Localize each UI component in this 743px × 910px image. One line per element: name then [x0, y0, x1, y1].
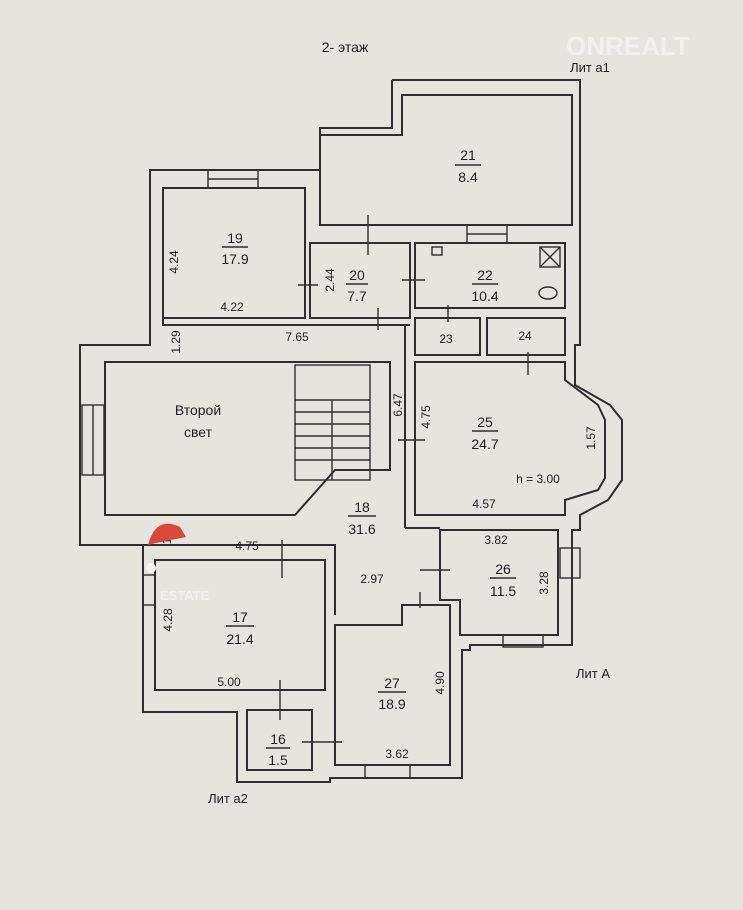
dim-r20-height: 2.44 — [323, 268, 337, 292]
dimension-labels: 4.24 4.22 2.44 1.29 7.65 6.47 4.75 1.57 … — [160, 250, 598, 761]
dim-r25-c: 1.57 — [584, 426, 598, 450]
onrealt-watermark: ONREALT — [566, 31, 690, 61]
dim-r17-height: 4.28 — [161, 608, 175, 632]
room-labels: 21 8.4 19 17.9 20 7.7 22 10.4 23 24 25 2… — [175, 147, 560, 768]
room-21-number: 21 — [460, 147, 476, 163]
dim-corridor-width: 7.65 — [285, 330, 309, 344]
room-22-number: 22 — [477, 267, 493, 283]
dim-r27-width: 3.62 — [385, 747, 409, 761]
dim-r25-a: 6.47 — [391, 393, 405, 417]
lit-a-label: Лит А — [576, 666, 610, 681]
room-26-area: 11.5 — [490, 583, 516, 599]
room-27-number: 27 — [384, 675, 400, 691]
room-20-number: 20 — [349, 267, 365, 283]
walls — [79, 79, 623, 783]
staircase — [294, 364, 371, 481]
dim-r27-height: 4.90 — [433, 671, 447, 695]
estate-watermark: ESTATE — [146, 523, 210, 603]
room-26-number: 26 — [495, 561, 511, 577]
door-marks — [279, 215, 529, 743]
onrealt-watermark-text: ONREALT — [566, 31, 690, 61]
dim-r26-height: 3.28 — [537, 571, 551, 595]
room-18-area: 31.6 — [348, 521, 375, 537]
room-21-area: 8.4 — [458, 169, 478, 185]
dim-r19-height: 4.24 — [167, 250, 181, 274]
room-22-area: 10.4 — [471, 288, 498, 304]
dim-corridor-height: 1.29 — [169, 330, 183, 354]
bathroom-fixtures — [431, 246, 561, 300]
dim-r17-top: 4.75 — [235, 539, 259, 553]
estate-watermark-text: ESTATE — [160, 588, 210, 603]
room-16-number: 16 — [270, 731, 286, 747]
windows — [81, 169, 581, 779]
lit-a2-label: Лит а2 — [208, 791, 248, 806]
room-19-number: 19 — [227, 230, 243, 246]
room-25-area: 24.7 — [471, 436, 498, 452]
room-23-number: 23 — [439, 332, 453, 346]
room-20-area: 7.7 — [347, 288, 367, 304]
room-17-number: 17 — [232, 609, 248, 625]
lit-a1-label: Лит а1 — [570, 60, 610, 75]
dim-r25-width: 4.57 — [472, 497, 496, 511]
dim-r25-b: 4.75 — [419, 405, 433, 429]
room-17-area: 21.4 — [226, 631, 253, 647]
dim-r17-width: 5.00 — [217, 675, 241, 689]
room-16-area: 1.5 — [268, 752, 288, 768]
room-25-number: 25 — [477, 414, 493, 430]
ceiling-height: h = 3.00 — [516, 472, 560, 486]
dim-r26-width: 3.82 — [484, 533, 508, 547]
santa-hat-icon — [148, 523, 186, 545]
hat-pompom — [146, 563, 156, 573]
dim-r18: 2.97 — [360, 572, 384, 586]
floor-title: 2- этаж — [322, 39, 369, 55]
room-24-number: 24 — [518, 329, 532, 343]
second-light-line1: Второй — [175, 402, 221, 418]
room-18-number: 18 — [354, 499, 370, 515]
room-27-area: 18.9 — [378, 696, 405, 712]
dim-r19-width: 4.22 — [220, 300, 244, 314]
room-19-area: 17.9 — [221, 251, 248, 267]
second-light-line2: свет — [184, 424, 213, 440]
